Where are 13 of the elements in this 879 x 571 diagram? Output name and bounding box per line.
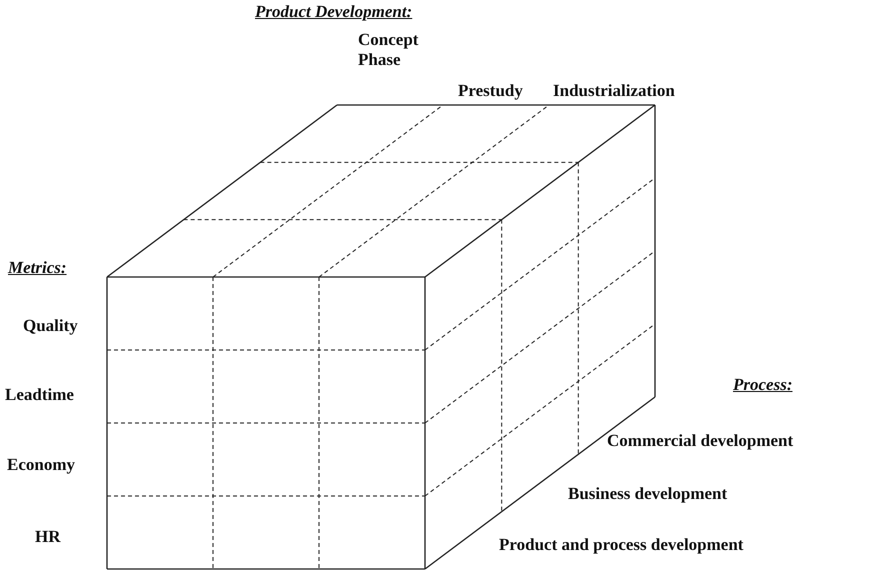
axis-heading: Process: — [733, 375, 792, 395]
axis-heading: Product Development: — [255, 2, 412, 22]
column-label: Concept Phase — [358, 30, 420, 70]
row-label: Quality — [23, 316, 78, 336]
depth-label: Commercial development — [607, 431, 794, 451]
depth-label: Product and process development — [499, 535, 744, 555]
column-label: Prestudy — [458, 81, 523, 101]
axis-heading: Metrics: — [8, 258, 67, 278]
row-label: Economy — [7, 455, 75, 475]
row-label: HR — [35, 527, 60, 547]
depth-label: Business development — [568, 484, 728, 504]
row-label: Leadtime — [5, 385, 74, 405]
column-label: Industrialization — [553, 81, 675, 101]
